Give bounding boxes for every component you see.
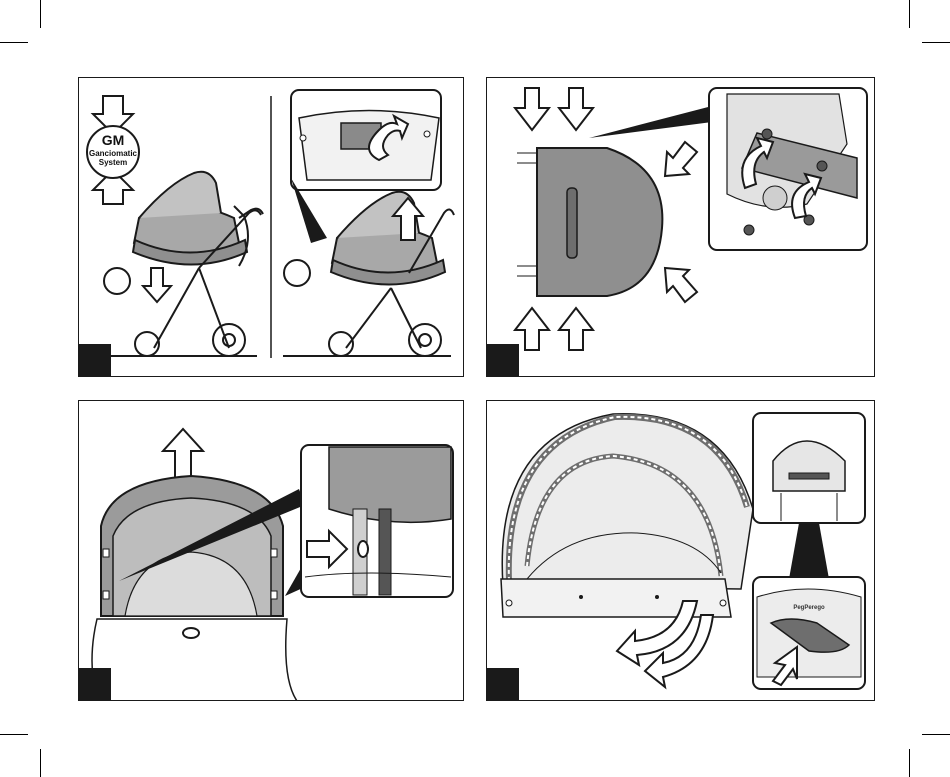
carrycot-side — [537, 148, 662, 296]
crop-mark-tl-h — [0, 42, 28, 43]
arrow-right-icon — [665, 142, 697, 176]
crop-mark-br-h — [922, 734, 950, 735]
arrow-down-icon — [143, 268, 171, 302]
arrow-down-icon — [559, 88, 593, 130]
panel-1-illustration — [79, 78, 464, 377]
panel-2-illustration — [487, 78, 875, 377]
crop-mark-tr-h — [922, 42, 950, 43]
stroller-illustration-a — [109, 172, 263, 356]
step-number-box — [487, 668, 519, 700]
panel-release-hood — [78, 400, 464, 701]
arrow-down-icon — [515, 88, 549, 130]
arrow-up-icon — [515, 308, 549, 350]
crop-mark-bl-v — [40, 749, 41, 777]
gm-badge-title: GM — [87, 133, 139, 147]
crop-mark-bl-h — [0, 734, 28, 735]
panel-remove-hood-fabric: PegPerego — [486, 400, 875, 701]
step-circle-a — [104, 268, 130, 294]
hood-fabric — [502, 414, 753, 589]
brand-flap-label: PegPerego — [779, 605, 839, 611]
panel-attach-carrycot: GM Ganciomatic System — [78, 77, 464, 377]
panel-squeeze-carrycot — [486, 77, 875, 377]
gm-badge-line1: Ganciomatic — [83, 150, 143, 158]
panel-3-illustration — [79, 401, 464, 701]
arrow-up-icon — [559, 308, 593, 350]
step-number-box — [79, 668, 111, 700]
arrow-up-icon — [163, 429, 203, 481]
crop-mark-br-v — [909, 749, 910, 777]
crop-mark-tl-v — [40, 0, 41, 28]
gm-badge-line2: System — [87, 159, 139, 167]
crop-mark-tr-v — [909, 0, 910, 28]
arrow-right-icon — [665, 268, 697, 302]
step-number-box — [487, 344, 519, 376]
step-circle-b — [284, 260, 310, 286]
panel-4-illustration — [487, 401, 875, 701]
step-number-box — [79, 344, 111, 376]
